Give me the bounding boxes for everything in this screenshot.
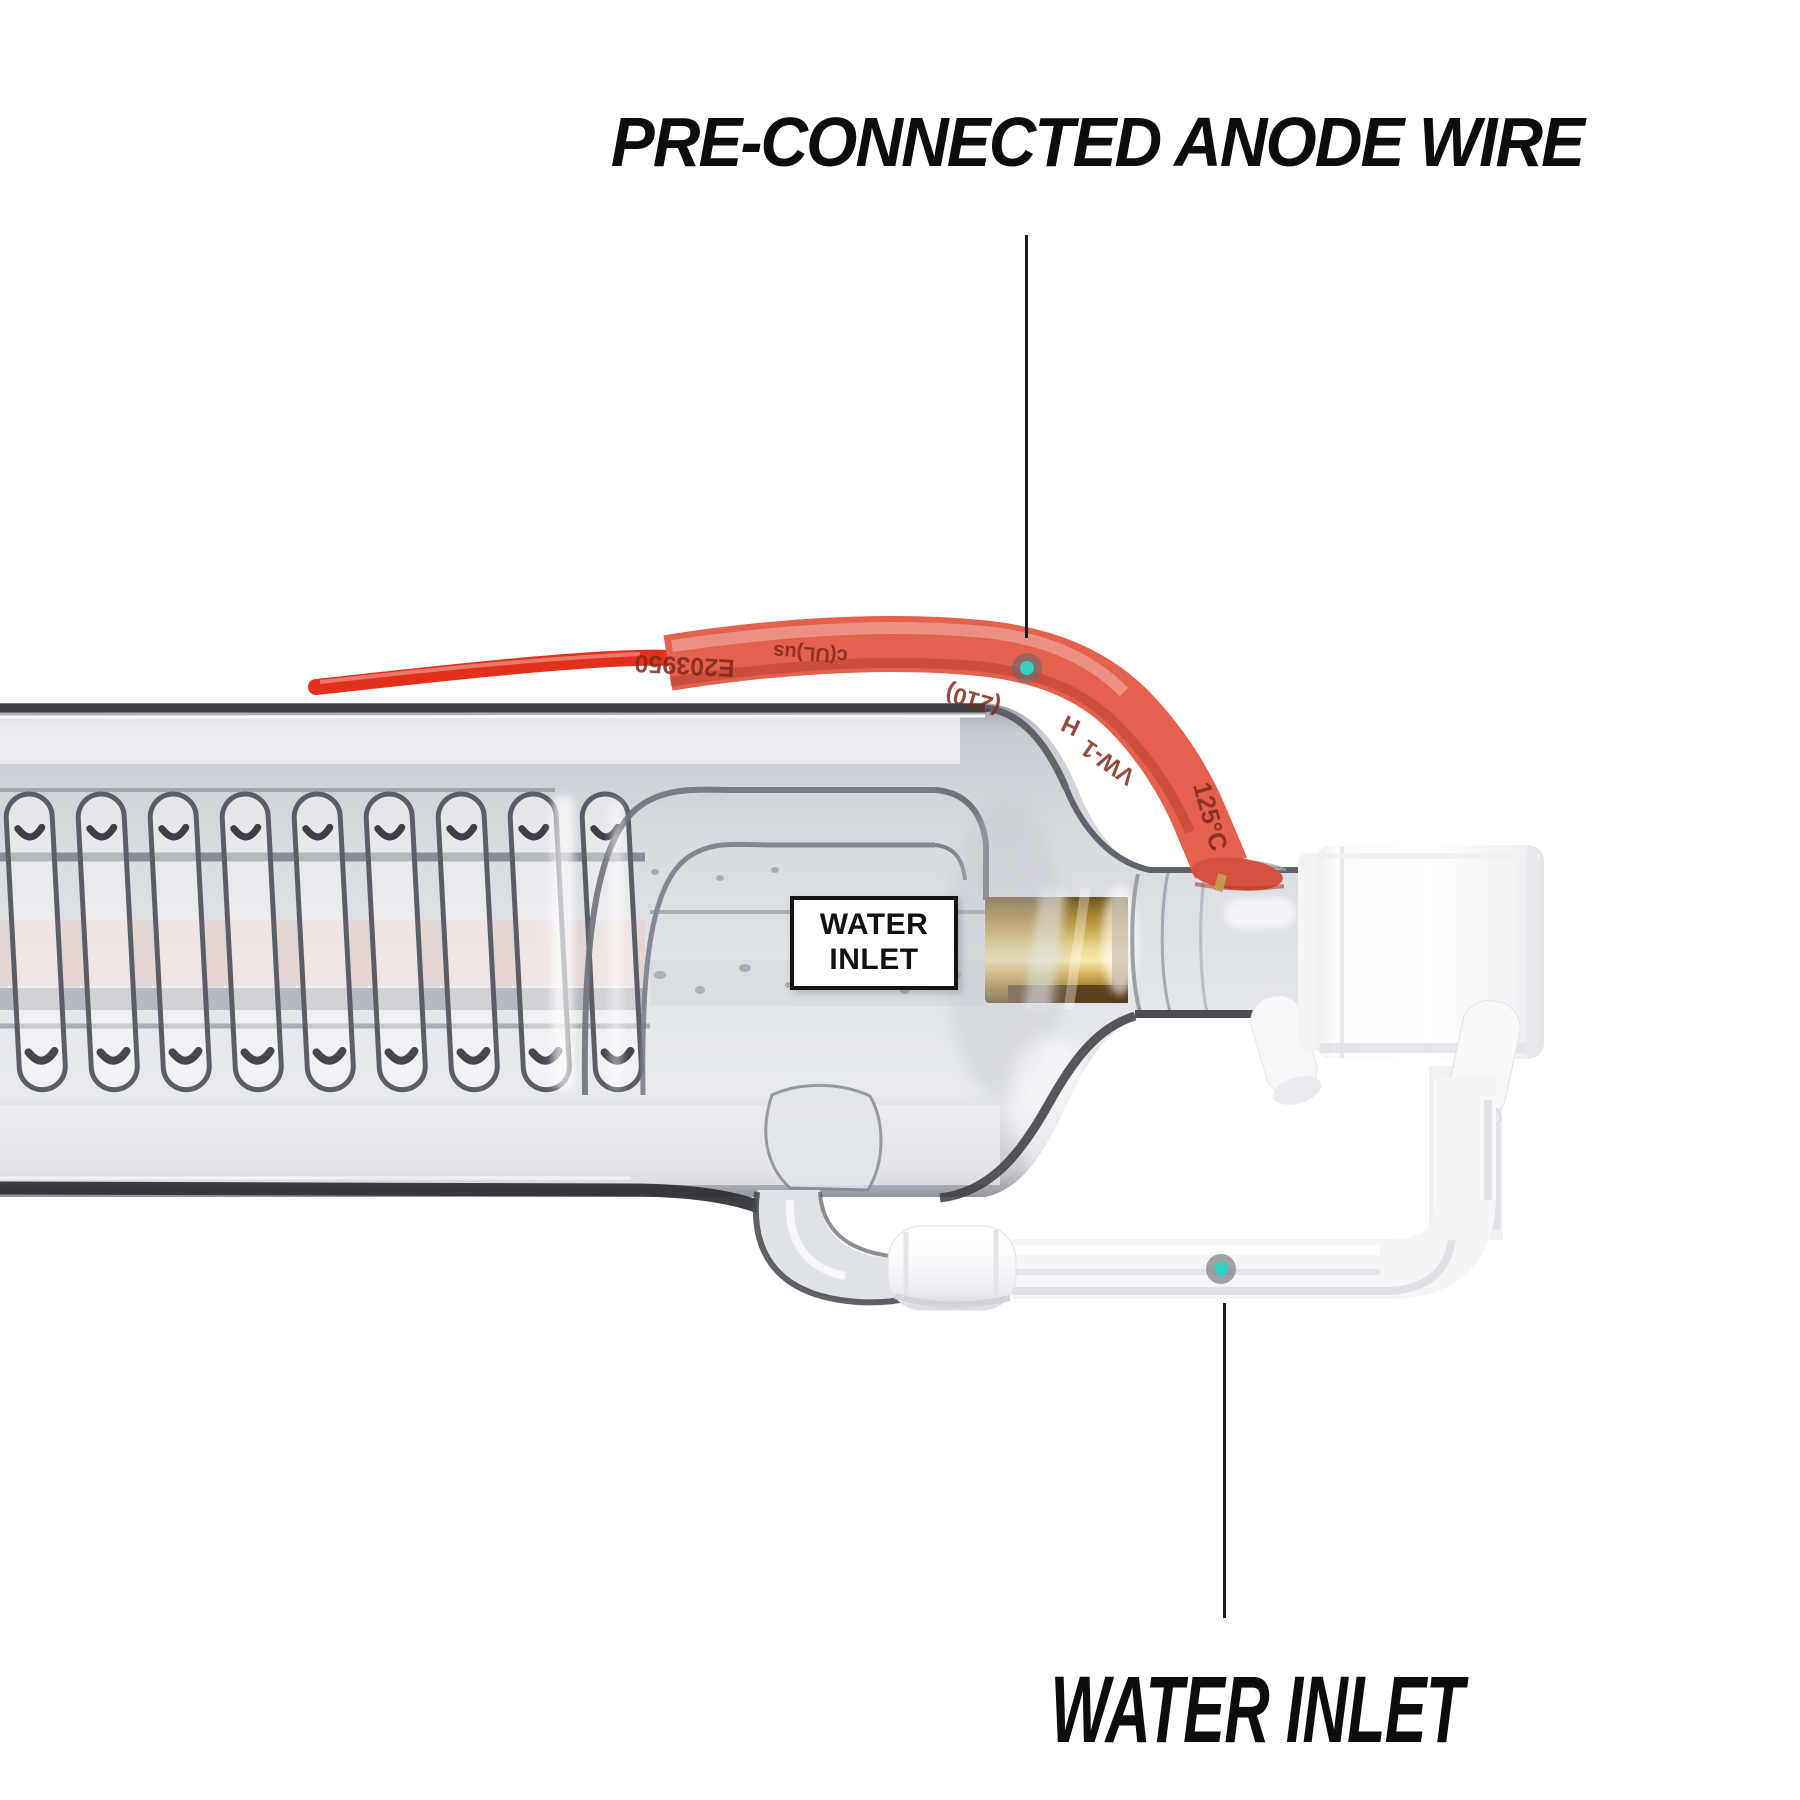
anode-callout-dot-core <box>1020 661 1034 675</box>
water-inlet-callout-dot <box>1206 1254 1236 1284</box>
cooling-coil <box>5 793 642 1091</box>
anode-pin <box>1213 873 1227 892</box>
tube-water-inlet-sticker: WATER INLET <box>790 896 958 990</box>
anode-wire-sleeve: E203950 c(UL)us (210) H VW-1 125°C <box>634 615 1285 892</box>
anode-callout-line <box>1025 235 1028 638</box>
wire-marking-cert: E203950 <box>634 649 735 682</box>
sticker-line-1: WATER <box>819 908 929 942</box>
anode-wire <box>308 649 676 695</box>
water-inlet-annotation: WATER INLET <box>944 1656 1570 1765</box>
tube-collar <box>887 1225 1017 1311</box>
wire-marking-ul: c(UL)us <box>773 640 849 667</box>
water-inlet-callout-dot-core <box>1214 1262 1228 1276</box>
wire-marking-h: H <box>1057 709 1084 741</box>
anode-wire-annotation-text: PRE-CONNECTED ANODE WIRE <box>610 103 1585 181</box>
anode-callout-dot <box>1012 653 1042 683</box>
anode-wire-annotation: PRE-CONNECTED ANODE WIRE <box>580 102 1614 182</box>
sticker-line-2: INLET <box>829 943 919 976</box>
water-inlet-callout-line <box>1223 1303 1226 1618</box>
water-inlet-annotation-text: WATER INLET <box>1050 1657 1464 1763</box>
water-inlet-tube <box>1012 1078 1496 1299</box>
